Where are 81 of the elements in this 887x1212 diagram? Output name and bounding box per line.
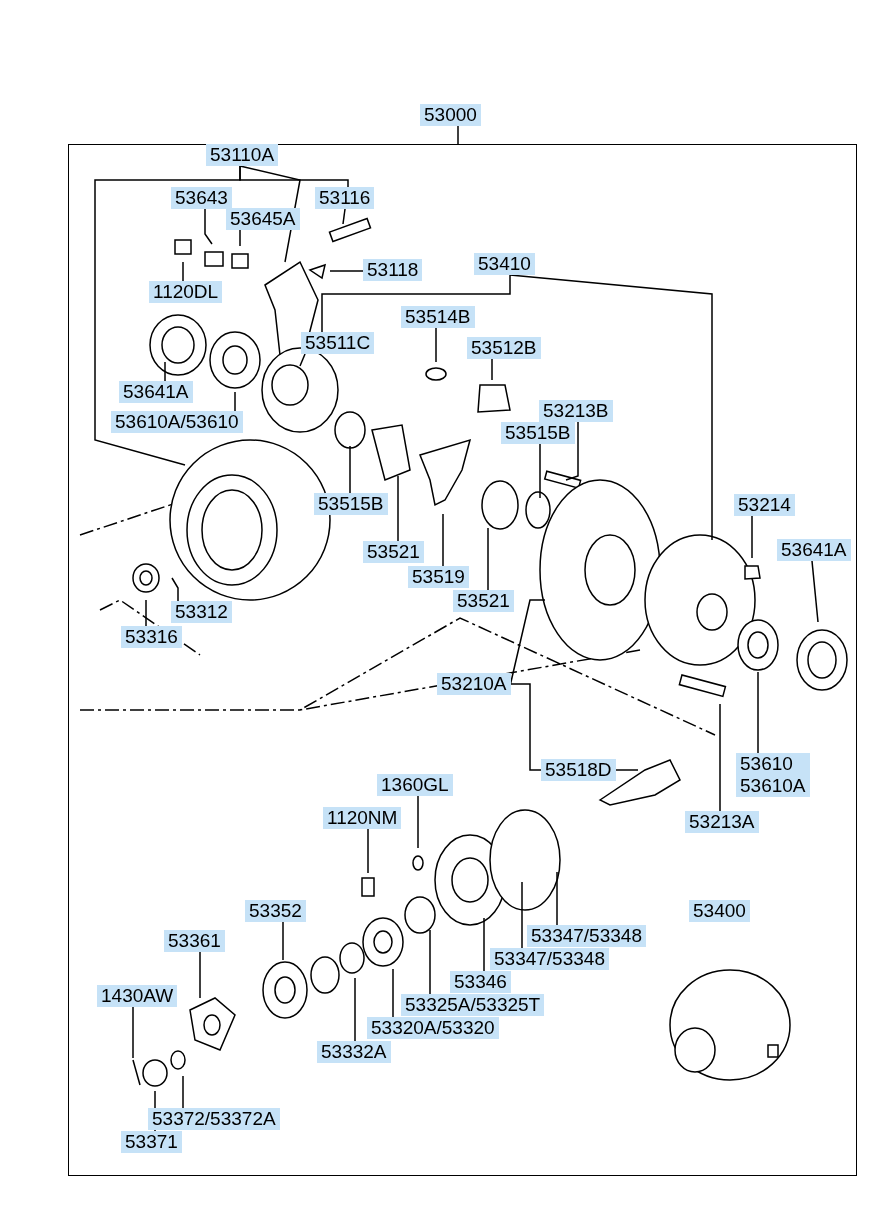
- part-number: 53512B: [467, 337, 541, 359]
- part-number: 53410: [474, 253, 535, 275]
- part-number: 53312: [171, 601, 232, 623]
- part-number: 53610A/53610: [111, 411, 243, 433]
- bracket-line: [457, 125, 459, 145]
- part-number: 1360GL: [377, 774, 453, 796]
- leader-line: [299, 353, 306, 367]
- part-number: 53645A: [226, 208, 300, 230]
- part-number: 53110A: [206, 144, 279, 166]
- leader-line: [171, 577, 179, 602]
- leader-line: [417, 795, 419, 849]
- part-number: 53641A: [777, 539, 851, 561]
- part-number: 53641A: [119, 381, 193, 403]
- leader-line: [342, 208, 346, 225]
- leader-line: [442, 513, 444, 567]
- leader-line: [539, 443, 541, 499]
- part-number: 53210A: [437, 673, 511, 695]
- leader-line: [757, 671, 759, 754]
- leader-line: [483, 917, 485, 972]
- leader-line: [182, 1075, 184, 1109]
- leader-line: [521, 881, 523, 949]
- leader-line: [565, 421, 579, 481]
- part-number: 53316: [121, 626, 182, 648]
- part-number: 53511C: [301, 332, 375, 354]
- leader-line: [182, 261, 184, 282]
- leader-line: [349, 445, 351, 494]
- part-number: 53521: [363, 541, 424, 563]
- part-number: 53118: [363, 259, 423, 281]
- part-number: 53000: [420, 104, 481, 126]
- part-number: 53372/53372A: [148, 1108, 280, 1130]
- part-number: 53116: [315, 187, 375, 209]
- part-number: 53325A/53325T: [401, 994, 545, 1016]
- bracket-line: [239, 165, 349, 188]
- part-number: 53320A/53320: [367, 1017, 499, 1039]
- bracket-line: [509, 683, 542, 771]
- leader-line: [204, 208, 213, 245]
- part-number: 1430AW: [97, 985, 178, 1007]
- part-number: 1120NM: [323, 807, 402, 829]
- part-number: 1120DL: [149, 281, 223, 303]
- leader-line: [164, 361, 166, 382]
- part-number: 53515B: [314, 493, 388, 515]
- part-number: 53610 53610A: [736, 753, 810, 797]
- part-number: 53361: [164, 930, 225, 952]
- part-number: 53400: [689, 900, 750, 922]
- leader-line: [429, 929, 431, 995]
- part-number: 53347/53348: [527, 925, 646, 947]
- leader-line: [435, 327, 437, 363]
- part-number: 53352: [245, 900, 306, 922]
- leader-line: [751, 515, 753, 559]
- leader-line: [145, 599, 147, 627]
- leader-line: [329, 270, 364, 272]
- leader-line: [487, 527, 489, 591]
- leader-line: [354, 977, 356, 1042]
- leader-line: [392, 968, 394, 1018]
- leader-line: [199, 951, 201, 999]
- leader-line: [367, 828, 369, 874]
- part-number: 53213A: [685, 811, 759, 833]
- leader-line: [811, 560, 819, 623]
- leader-line: [556, 871, 558, 926]
- part-number: 53213B: [539, 400, 613, 422]
- part-number: 53346: [450, 971, 511, 993]
- leader-line: [397, 475, 399, 542]
- bracket-line: [321, 274, 511, 333]
- part-number: 53643: [171, 187, 232, 209]
- part-number: 53518D: [541, 759, 616, 781]
- part-number: 53332A: [317, 1041, 391, 1063]
- part-number: 53515B: [501, 422, 575, 444]
- leader-line: [282, 921, 284, 961]
- part-number: 53521: [453, 590, 514, 612]
- part-number: 53347/53348: [490, 948, 609, 970]
- leader-line: [614, 769, 639, 771]
- leader-line: [491, 358, 493, 381]
- leader-line: [719, 703, 721, 812]
- part-number: 53514B: [401, 306, 475, 328]
- leader-line: [132, 1006, 134, 1059]
- leader-line: [239, 229, 241, 247]
- frame-border: [68, 144, 857, 1176]
- part-number: 53371: [121, 1131, 182, 1153]
- part-number: 53214: [734, 494, 795, 516]
- part-number: 53519: [408, 566, 469, 588]
- leader-line: [234, 391, 236, 412]
